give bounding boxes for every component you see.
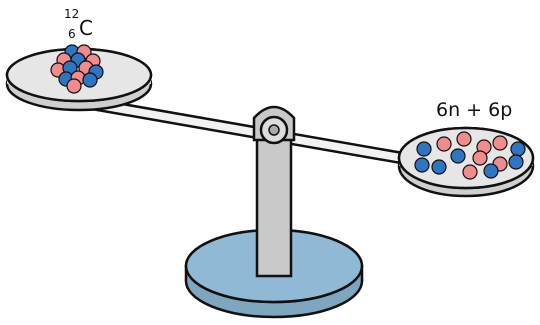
isotope-atomic-number: 6 xyxy=(68,27,76,41)
isotope-symbol: C xyxy=(79,16,93,40)
nucleon-count-label: 6n + 6p xyxy=(436,99,512,121)
proton xyxy=(436,136,452,152)
isotope-label: 12 6 C xyxy=(64,7,93,41)
neutron xyxy=(450,148,466,164)
proton xyxy=(462,164,478,180)
neutron xyxy=(416,141,432,157)
neutron xyxy=(510,141,526,157)
proton xyxy=(456,131,472,147)
neutron xyxy=(431,159,447,175)
neutron xyxy=(82,72,98,88)
neutron xyxy=(414,157,430,173)
proton xyxy=(472,150,488,166)
neutron xyxy=(483,163,499,179)
proton xyxy=(492,135,508,151)
separate-nucleons xyxy=(414,131,526,180)
proton xyxy=(66,78,82,94)
neutron xyxy=(508,154,524,170)
carbon-12-nucleus xyxy=(50,44,104,94)
isotope-mass-number: 12 xyxy=(64,7,79,21)
scale-post xyxy=(252,105,296,278)
